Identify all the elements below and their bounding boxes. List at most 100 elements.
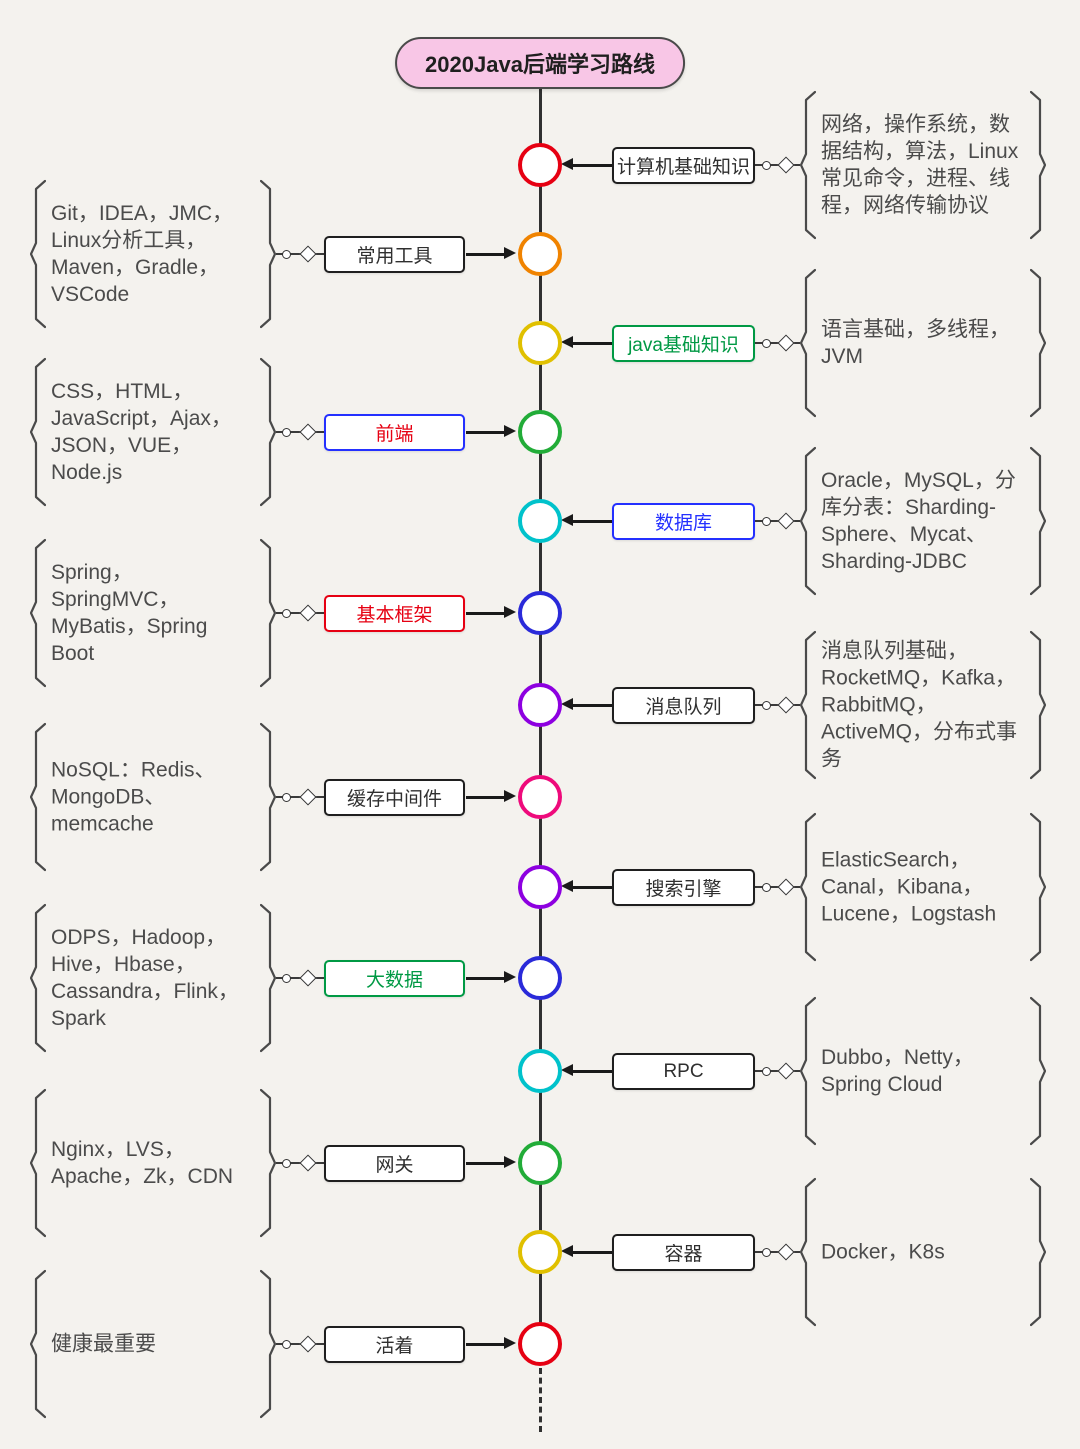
- detail-note: 网络，操作系统，数据结构，算法，Linux常见命令，进程、线程，网络传输协议: [800, 90, 1046, 240]
- brace-right-icon: [260, 1269, 276, 1419]
- detail-text: 健康最重要: [51, 1332, 156, 1356]
- detail-text: CSS，HTML，JavaScript，Ajax，JSON，VUE，Node.j…: [51, 380, 232, 484]
- arrow-line: [466, 612, 506, 615]
- detail-note: CSS，HTML，JavaScript，Ajax，JSON，VUE，Node.j…: [30, 357, 276, 507]
- arrow-line: [572, 164, 612, 167]
- brace-right-icon: [260, 179, 276, 329]
- brace-left-icon: [30, 1269, 46, 1419]
- arrow-head-icon: [504, 425, 516, 437]
- arrow-line: [466, 1162, 506, 1165]
- brace-right-icon: [1030, 630, 1046, 780]
- link-dot-icon: [762, 1247, 771, 1257]
- milestone-circle: [518, 956, 562, 1000]
- link-diamond-icon: [299, 1335, 317, 1353]
- detail-text: 消息队列基础，RocketMQ，Kafka，RabbitMQ，ActiveMQ，…: [821, 639, 1018, 771]
- link-dot-icon: [282, 792, 291, 802]
- detail-text: Dubbo，Netty，Spring Cloud: [821, 1046, 974, 1096]
- topic-box-big-data: 大数据: [324, 960, 465, 997]
- brace-left-icon: [800, 996, 816, 1146]
- topic-box-database: 数据库: [612, 503, 755, 540]
- detail-note: 语言基础，多线程，JVM: [800, 268, 1046, 418]
- topic-box-java-basics: java基础知识: [612, 325, 755, 362]
- link-dot-icon: [762, 1066, 771, 1076]
- link-diamond-icon: [777, 878, 795, 896]
- brace-right-icon: [1030, 1177, 1046, 1327]
- brace-right-icon: [1030, 268, 1046, 418]
- milestone-circle: [518, 1141, 562, 1185]
- link-line: [755, 342, 800, 344]
- arrow-line: [466, 796, 506, 799]
- milestone-circle: [518, 143, 562, 187]
- arrow-head-icon: [504, 790, 516, 802]
- link-diamond-icon: [777, 1243, 795, 1261]
- detail-note: Docker，K8s: [800, 1177, 1046, 1327]
- detail-text: Spring，SpringMVC，MyBatis，Spring Boot: [51, 561, 208, 665]
- arrow-head-icon: [561, 698, 573, 710]
- detail-note: 健康最重要: [30, 1269, 276, 1419]
- brace-right-icon: [260, 903, 276, 1053]
- milestone-circle: [518, 1049, 562, 1093]
- detail-note: 消息队列基础，RocketMQ，Kafka，RabbitMQ，ActiveMQ，…: [800, 630, 1046, 780]
- detail-text: 网络，操作系统，数据结构，算法，Linux常见命令，进程、线程，网络传输协议: [821, 113, 1019, 217]
- brace-right-icon: [260, 722, 276, 872]
- brace-right-icon: [260, 1088, 276, 1238]
- milestone-circle: [518, 410, 562, 454]
- detail-note: ElasticSearch，Canal，Kibana，Lucene，Logsta…: [800, 812, 1046, 962]
- detail-note: Spring，SpringMVC，MyBatis，Spring Boot: [30, 538, 276, 688]
- topic-box-common-tools: 常用工具: [324, 236, 465, 273]
- brace-left-icon: [800, 630, 816, 780]
- topic-box-rpc: RPC: [612, 1053, 755, 1090]
- link-diamond-icon: [777, 1062, 795, 1080]
- detail-note: Dubbo，Netty，Spring Cloud: [800, 996, 1046, 1146]
- brace-right-icon: [1030, 90, 1046, 240]
- topic-label: 消息队列: [645, 697, 722, 718]
- detail-note: Nginx，LVS，Apache，Zk，CDN: [30, 1088, 276, 1238]
- brace-left-icon: [800, 90, 816, 240]
- milestone-circle: [518, 499, 562, 543]
- topic-label: 缓存中间件: [346, 789, 442, 810]
- milestone-circle: [518, 321, 562, 365]
- detail-text: Git，IDEA，JMC，Linux分析工具，Maven，Gradle，VSCo…: [51, 202, 234, 306]
- brace-left-icon: [30, 357, 46, 507]
- arrow-line: [572, 1070, 612, 1073]
- arrow-head-icon: [561, 880, 573, 892]
- link-line: [755, 1070, 800, 1072]
- topic-label: 常用工具: [356, 246, 433, 267]
- topic-label: 数据库: [654, 513, 712, 534]
- brace-right-icon: [260, 357, 276, 507]
- link-dot-icon: [282, 249, 291, 259]
- arrow-head-icon: [504, 971, 516, 983]
- arrow-line: [466, 253, 506, 256]
- topic-label: 前端: [375, 424, 414, 445]
- timeline-spine-dashed: [538, 1368, 542, 1432]
- detail-note: Git，IDEA，JMC，Linux分析工具，Maven，Gradle，VSCo…: [30, 179, 276, 329]
- brace-left-icon: [30, 179, 46, 329]
- brace-right-icon: [1030, 446, 1046, 596]
- brace-left-icon: [30, 538, 46, 688]
- arrow-line: [466, 977, 506, 980]
- arrow-head-icon: [561, 158, 573, 170]
- milestone-circle: [518, 1230, 562, 1274]
- arrow-head-icon: [561, 336, 573, 348]
- topic-box-frameworks: 基本框架: [324, 595, 465, 632]
- topic-label: java基础知识: [628, 335, 739, 356]
- detail-text: Docker，K8s: [821, 1240, 945, 1264]
- link-diamond-icon: [777, 512, 795, 530]
- detail-text: Oracle，MySQL，分库分表：Sharding-Sphere、Mycat、…: [821, 469, 1016, 573]
- arrow-head-icon: [504, 1337, 516, 1349]
- detail-text: ElasticSearch，Canal，Kibana，Lucene，Logsta…: [821, 848, 997, 926]
- link-diamond-icon: [299, 788, 317, 806]
- link-dot-icon: [762, 516, 771, 526]
- arrow-line: [572, 342, 612, 345]
- brace-left-icon: [800, 1177, 816, 1327]
- link-line: [755, 886, 800, 888]
- topic-label: 网关: [375, 1155, 414, 1176]
- topic-box-gateway: 网关: [324, 1145, 465, 1182]
- arrow-head-icon: [504, 247, 516, 259]
- topic-box-container: 容器: [612, 1234, 755, 1271]
- arrow-head-icon: [504, 606, 516, 618]
- arrow-head-icon: [561, 1064, 573, 1076]
- topic-box-message-queue: 消息队列: [612, 687, 755, 724]
- milestone-circle: [518, 591, 562, 635]
- topic-label: 基本框架: [356, 605, 433, 626]
